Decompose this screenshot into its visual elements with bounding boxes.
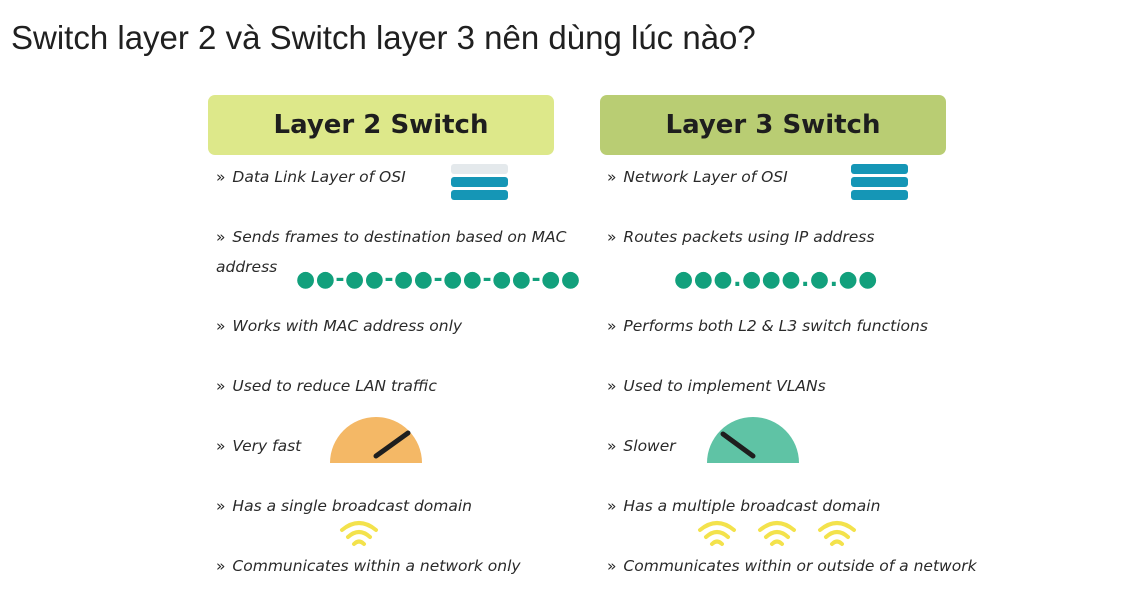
stack-layer-middle bbox=[451, 177, 508, 187]
wifi-signal-icon bbox=[698, 521, 736, 546]
mac-address-example: ●●-●●-●●-●●-●●-●● bbox=[296, 267, 581, 292]
gauge-dial bbox=[707, 417, 799, 463]
layer2-header: Layer 2 Switch bbox=[208, 95, 554, 155]
layer2-title: Layer 2 Switch bbox=[273, 110, 489, 140]
gauge-dial bbox=[330, 417, 422, 463]
stack-layer-bottom bbox=[451, 190, 508, 200]
page-title: Switch layer 2 và Switch layer 3 nên dùn… bbox=[11, 19, 756, 56]
layer2-item-communicates: » Communicates within a network only bbox=[216, 557, 521, 575]
gauge-needle bbox=[373, 430, 411, 459]
layer2-item-osi: » Data Link Layer of OSI bbox=[216, 168, 406, 186]
layer2-item-frames: » Sends frames to destination based on M… bbox=[216, 228, 567, 246]
layer3-item-routes: » Routes packets using IP address bbox=[607, 228, 875, 246]
layer3-item-broadcast: » Has a multiple broadcast domain bbox=[607, 497, 881, 515]
speed-gauge-icon bbox=[330, 417, 422, 463]
layer2-item-speed: » Very fast bbox=[216, 437, 302, 455]
layer3-item-functions: » Performs both L2 & L3 switch functions bbox=[607, 317, 928, 335]
wifi-signal-icon bbox=[340, 521, 378, 546]
layer2-item-lan: » Used to reduce LAN traffic bbox=[216, 377, 437, 395]
stack-layer-middle bbox=[851, 177, 908, 187]
stack-layer-bottom bbox=[851, 190, 908, 200]
gauge-needle bbox=[720, 431, 756, 459]
stack-layer-top bbox=[451, 164, 508, 174]
speed-gauge-icon bbox=[707, 417, 799, 463]
layer3-item-osi: » Network Layer of OSI bbox=[607, 168, 788, 186]
layer2-item-broadcast: » Has a single broadcast domain bbox=[216, 497, 472, 515]
layer3-title: Layer 3 Switch bbox=[665, 110, 881, 140]
layer3-item-communicates: » Communicates within or outside of a ne… bbox=[607, 557, 977, 575]
layer3-header: Layer 3 Switch bbox=[600, 95, 946, 155]
layer2-item-mac: » Works with MAC address only bbox=[216, 317, 463, 335]
layer2-item-frames-cont: address bbox=[216, 258, 278, 276]
ip-address-example: ●●●.●●●.●.●● bbox=[674, 267, 878, 292]
wifi-signal-icon bbox=[758, 521, 796, 546]
layer3-item-vlans: » Used to implement VLANs bbox=[607, 377, 826, 395]
wifi-signal-icon bbox=[818, 521, 856, 546]
stack-layer-top bbox=[851, 164, 908, 174]
layer-stack-icon bbox=[851, 164, 908, 200]
layer3-item-speed: » Slower bbox=[607, 437, 676, 455]
layer-stack-icon bbox=[451, 164, 508, 200]
